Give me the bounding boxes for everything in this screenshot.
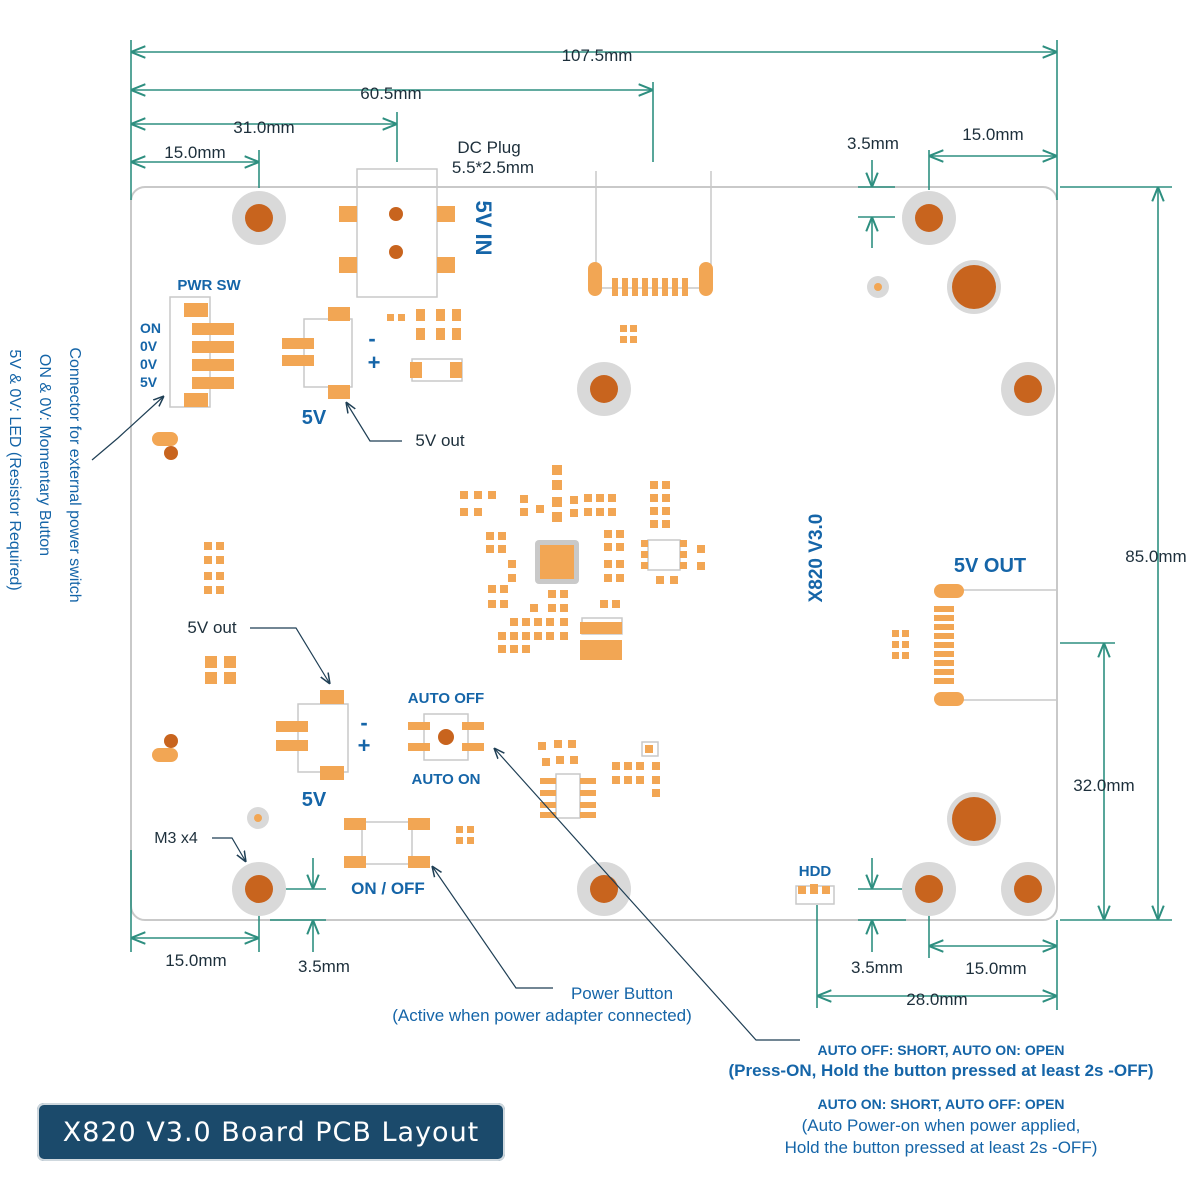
side-note-line-1: Connector for external power switch	[66, 347, 83, 602]
board-name-label: X820 V3.0	[806, 514, 827, 603]
power-button-title: Power Button	[571, 984, 673, 1003]
power-switch-note: Connector for external power switch ON &…	[6, 347, 83, 602]
dim-hole-bottom-right-x: 15.0mm	[965, 959, 1026, 978]
pin-on-label: ON	[140, 320, 161, 336]
note-b-body-2: Hold the button pressed at least 2s -OFF…	[785, 1138, 1098, 1157]
mounting-holes	[232, 191, 1055, 916]
minus-label-top: -	[368, 326, 375, 351]
dim-hole-top-right-x: 15.0mm	[962, 125, 1023, 144]
5v-label-top: 5V	[302, 407, 327, 429]
5v-label-bottom: 5V	[302, 789, 327, 811]
pin-0v-label-a: 0V	[140, 338, 158, 354]
dim-hole-bottom-right-y: 3.5mm	[851, 958, 903, 977]
dim-plug-offset: 60.5mm	[360, 84, 421, 103]
dim-hole-top-right-y: 3.5mm	[847, 134, 899, 153]
component-labels: DC Plug 5.5*2.5mm 5V IN PWR SW ON 0V 0V …	[140, 138, 1026, 898]
auto-jumper-notes: AUTO OFF: SHORT, AUTO ON: OPEN (Press-ON…	[728, 1042, 1153, 1157]
hdd-label: HDD	[799, 863, 832, 880]
dc-plug-label: DC Plug	[457, 138, 520, 157]
note-a-title: AUTO OFF: SHORT, AUTO ON: OPEN	[817, 1042, 1064, 1058]
plus-label-top: +	[368, 350, 381, 375]
caption-banner: X820 V3.0 Board PCB Layout	[37, 1103, 505, 1161]
dim-overall-height: 85.0mm	[1125, 547, 1186, 566]
dim-dc-jack-offset: 31.0mm	[233, 118, 294, 137]
dim-hole-bottom-left-x: 15.0mm	[165, 951, 226, 970]
power-button-desc: (Active when power adapter connected)	[392, 1006, 692, 1025]
note-b-body-1: (Auto Power-on when power applied,	[802, 1116, 1081, 1135]
5v-in-label: 5V IN	[471, 200, 496, 255]
plus-label-bottom: +	[358, 733, 371, 758]
note-a-body: (Press-ON, Hold the button pressed at le…	[728, 1061, 1153, 1080]
dim-hdd-offset: 28.0mm	[906, 990, 967, 1009]
dim-overall-width: 107.5mm	[562, 46, 633, 65]
dimension-lines	[130, 40, 1172, 1010]
dc-plug-size-label: 5.5*2.5mm	[452, 158, 534, 177]
board-outline	[130, 186, 1058, 921]
5v-out-usb-label: 5V OUT	[954, 555, 1026, 577]
pin-5v-label: 5V	[140, 374, 158, 390]
note-b-title: AUTO ON: SHORT, AUTO OFF: OPEN	[817, 1096, 1064, 1112]
pwr-sw-label: PWR SW	[177, 277, 241, 294]
power-button-note: Power Button (Active when power adapter …	[392, 984, 692, 1025]
dim-hole-bottom-left-y: 3.5mm	[298, 957, 350, 976]
component-pads	[152, 168, 1057, 905]
dim-usb-offset: 32.0mm	[1073, 776, 1134, 795]
dim-hole-left-x: 15.0mm	[164, 143, 225, 162]
5v-out-label-top: 5V out	[415, 431, 464, 450]
side-note-line-2: ON & 0V: Momentary Button	[36, 354, 53, 556]
side-note-line-3: 5V & 0V: LED (Resistor Required)	[6, 349, 23, 590]
5v-out-label-bottom: 5V out	[187, 618, 236, 637]
caption-text: X820 V3.0 Board PCB Layout	[62, 1116, 480, 1148]
leader-lines	[91, 396, 800, 1041]
dimension-labels: 107.5mm 60.5mm 31.0mm 15.0mm 3.5mm 15.0m…	[164, 46, 1186, 1009]
pin-0v-label-b: 0V	[140, 356, 158, 372]
on-off-label: ON / OFF	[351, 879, 425, 898]
minus-label-bottom: -	[360, 710, 367, 735]
auto-on-label: AUTO ON	[412, 771, 481, 788]
m3-label: M3 x4	[154, 830, 198, 847]
auto-off-label: AUTO OFF	[408, 690, 484, 707]
